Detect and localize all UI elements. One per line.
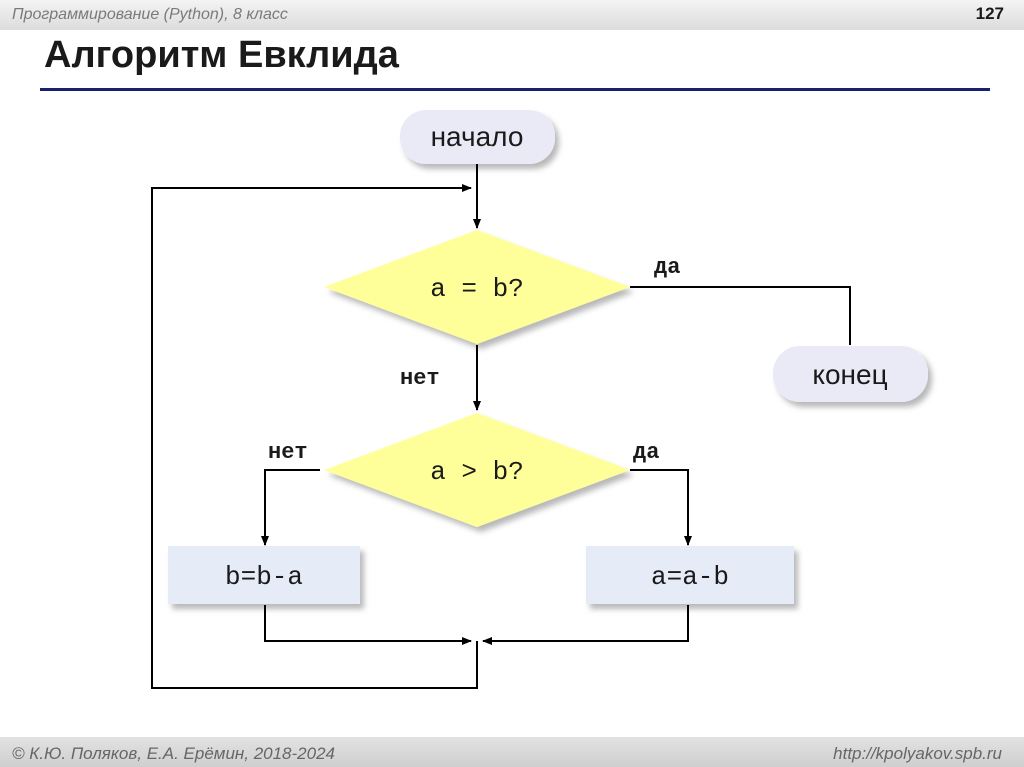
process-a-minus-b: a=a-b xyxy=(586,546,794,604)
footer-authors: © К.Ю. Поляков, Е.А. Ерёмин, 2018-2024 xyxy=(12,744,335,763)
edge-loop-back xyxy=(151,184,478,689)
branch-yes-equal: да xyxy=(654,255,680,280)
branch-no-greater: нет xyxy=(268,440,308,465)
decision-equal-label: a = b? xyxy=(430,274,524,304)
process-a-label: a=a-b xyxy=(651,562,729,592)
process-b-label: b=b-a xyxy=(225,562,303,592)
title-underline xyxy=(40,88,990,91)
footer-bar xyxy=(0,737,1024,767)
process-b-minus-a: b=b-a xyxy=(168,546,360,604)
edge-no-to-b-minus-a xyxy=(261,469,320,546)
start-node: начало xyxy=(400,110,555,164)
end-label: конец xyxy=(812,359,887,390)
page-number: 127 xyxy=(975,4,1004,23)
course-name: Программирование (Python), 8 класс xyxy=(12,6,288,23)
edge-yes-to-a-minus-b xyxy=(630,469,692,546)
branch-yes-greater: да xyxy=(633,440,659,465)
edge-a-minus-b-to-join xyxy=(482,605,689,645)
decision-greater-label: a > b? xyxy=(430,457,524,487)
edge-b-minus-a-to-join xyxy=(264,605,472,645)
decision-greater: a > b? xyxy=(324,413,630,527)
connector-lines xyxy=(151,163,851,689)
slide-title: Алгоритм Евклида xyxy=(44,34,399,76)
decision-equal: a = b? xyxy=(324,230,630,344)
edge-yes-to-end xyxy=(630,286,851,345)
branch-no-equal: нет xyxy=(400,366,440,391)
footer-url: http://kpolyakov.spb.ru xyxy=(833,744,1002,763)
start-label: начало xyxy=(431,121,524,152)
end-node: конец xyxy=(773,346,928,402)
header-bar xyxy=(0,0,1024,30)
